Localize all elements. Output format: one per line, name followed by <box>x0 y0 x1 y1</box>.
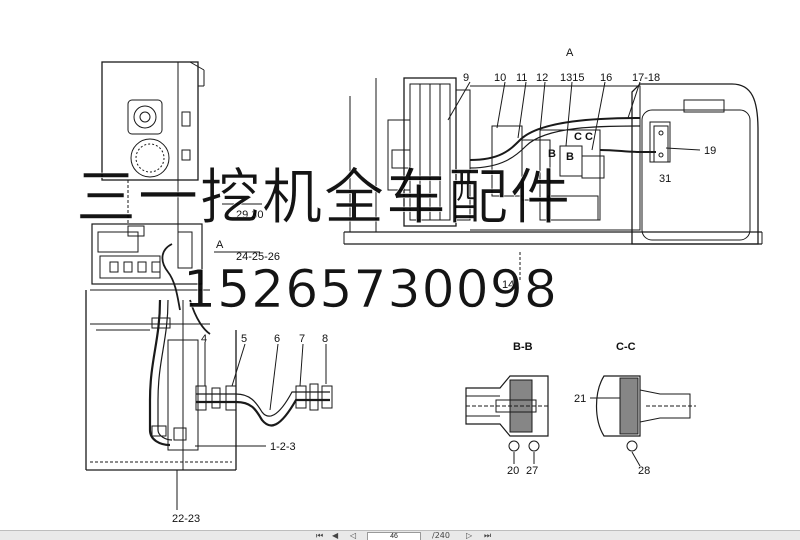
label-16: 16 <box>600 72 612 84</box>
label-b-mark-1: B <box>548 148 556 160</box>
label-5: 5 <box>241 333 247 345</box>
prev-page-icon[interactable]: ◀ <box>332 531 339 540</box>
label-cc-mark: C C <box>574 131 593 143</box>
section-cc <box>590 375 696 467</box>
page-navigation-toolbar: ⏮ ◀ ◁ 46 /240 ▷ ⏭ <box>0 530 800 540</box>
label-6: 6 <box>274 333 280 345</box>
label-14: 14 <box>502 279 514 291</box>
pipe-assembly <box>176 342 333 510</box>
label-11: 11 <box>516 72 527 84</box>
label-a-left: A <box>216 239 224 251</box>
label-21: 21 <box>574 393 586 405</box>
label-section-bb: B-B <box>513 341 533 353</box>
page-number-input[interactable]: 46 <box>367 532 421 540</box>
total-pages-label: /240 <box>432 531 450 540</box>
label-17-18: 17-18 <box>632 72 660 84</box>
label-19: 19 <box>704 145 716 157</box>
label-b-mark-2: B <box>566 151 574 163</box>
label-31: 31 <box>659 173 671 185</box>
label-28: 28 <box>638 465 650 477</box>
next-page-icon[interactable]: ▷ <box>466 531 473 540</box>
label-20: 20 <box>507 465 519 477</box>
first-page-icon[interactable]: ⏮ <box>316 531 324 540</box>
label-22-23: 22-23 <box>172 513 200 525</box>
top-right-view <box>343 77 763 282</box>
label-29-30: 29 30 <box>236 209 264 221</box>
label-a-top: A <box>566 47 574 59</box>
label-section-cc: C-C <box>616 341 636 353</box>
label-1315: 1315 <box>560 72 584 84</box>
label-24-25-26: 24-25-26 <box>236 251 280 263</box>
label-10: 10 <box>494 72 506 84</box>
label-12: 12 <box>536 72 548 84</box>
label-1-2-3: 1-2-3 <box>270 441 296 453</box>
section-bb <box>465 375 550 464</box>
prev-step-icon[interactable]: ◁ <box>350 531 357 540</box>
label-7: 7 <box>299 333 305 345</box>
label-8: 8 <box>322 333 328 345</box>
label-4: 4 <box>201 333 207 345</box>
last-page-icon[interactable]: ⏭ <box>484 531 492 540</box>
label-27: 27 <box>526 465 538 477</box>
label-9: 9 <box>463 72 469 84</box>
